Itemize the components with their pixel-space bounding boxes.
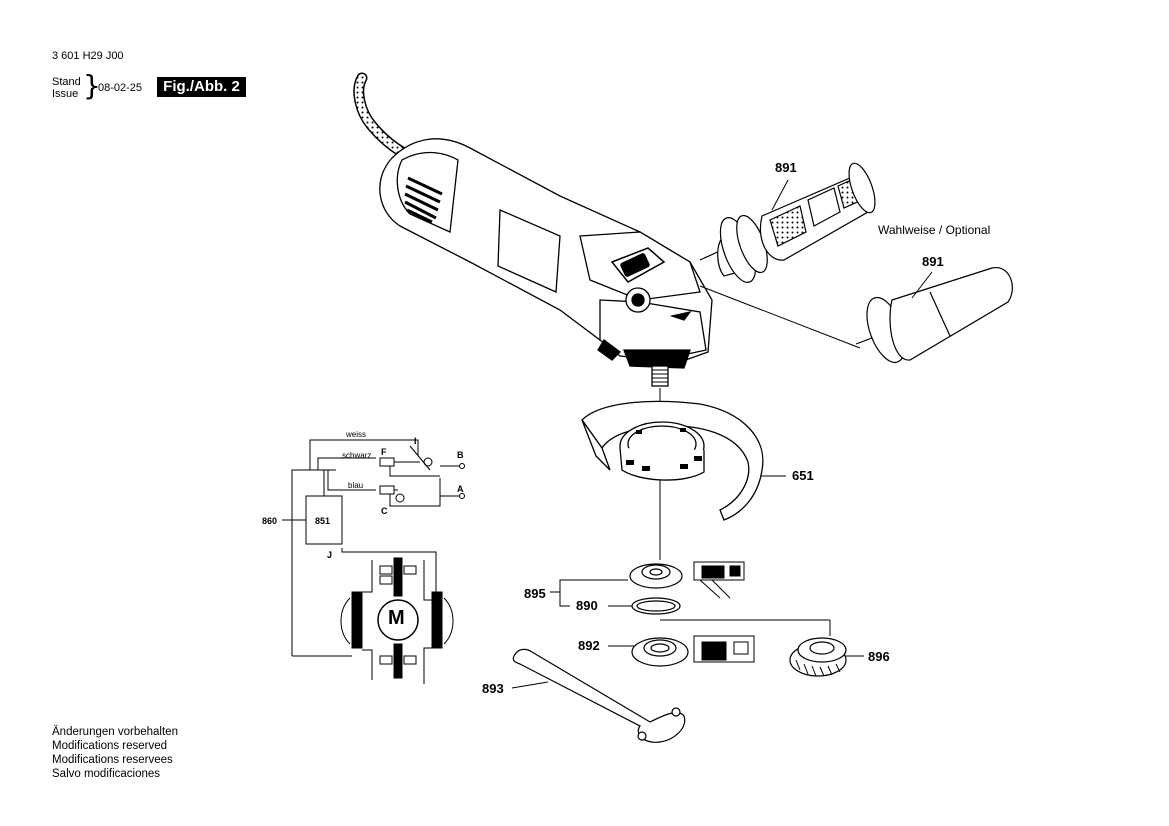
- issue-label: Issue: [52, 88, 79, 100]
- figure-badge: Fig./Abb. 2: [157, 77, 246, 97]
- auxiliary-handle-knurled: [699, 162, 876, 283]
- cable-860: 860: [262, 516, 278, 526]
- part-number: 3 601 H29 J00: [52, 50, 124, 62]
- module-851: 851: [315, 516, 331, 526]
- clamping-nut: [631, 637, 689, 667]
- callout-892: 892: [578, 638, 600, 653]
- brace-symbol: }: [83, 69, 101, 102]
- two-pin-spanner: [512, 648, 686, 743]
- angle-grinder-body: [379, 138, 713, 387]
- footer-fr: Modifications reservees: [52, 754, 173, 766]
- wire-label-blau: blau: [348, 481, 364, 490]
- footer-en: Modifications reserved: [52, 740, 168, 752]
- power-cord: [353, 72, 408, 158]
- mounting-flange: [629, 563, 683, 615]
- callout-890: 890: [576, 598, 598, 613]
- motor-symbol: M: [388, 607, 405, 629]
- stand-label: Stand: [52, 76, 81, 88]
- terminal-c: C: [381, 506, 388, 516]
- callout-651: 651: [792, 468, 814, 483]
- callout-895: 895: [524, 586, 546, 601]
- optional-note: Wahlweise / Optional: [878, 223, 991, 237]
- footer-es: Salvo modificaciones: [52, 768, 161, 780]
- wiring-schematic: [282, 439, 465, 684]
- callout-891-bottom: 891: [922, 254, 944, 269]
- quick-clamping-nut: [789, 637, 847, 677]
- callout-896: 896: [868, 649, 890, 664]
- wheel-guard: [581, 400, 764, 521]
- callout-891-top: 891: [775, 160, 797, 175]
- wire-label-schwarz: schwarz: [342, 451, 372, 460]
- terminal-j: J: [327, 550, 333, 560]
- footer-de: Änderungen vorbehalten: [52, 726, 178, 738]
- wire-label-weiss: weiss: [346, 430, 367, 439]
- flange-section-detail: [693, 561, 745, 599]
- nut-section-detail: [693, 635, 755, 663]
- issue-date: 08-02-25: [98, 82, 143, 94]
- terminal-f: F: [381, 447, 387, 457]
- terminal-b: B: [457, 450, 464, 460]
- terminal-i: I: [414, 436, 417, 446]
- auxiliary-handle-plain: [855, 267, 1013, 364]
- callout-893: 893: [482, 681, 504, 696]
- terminal-a: A: [457, 484, 464, 494]
